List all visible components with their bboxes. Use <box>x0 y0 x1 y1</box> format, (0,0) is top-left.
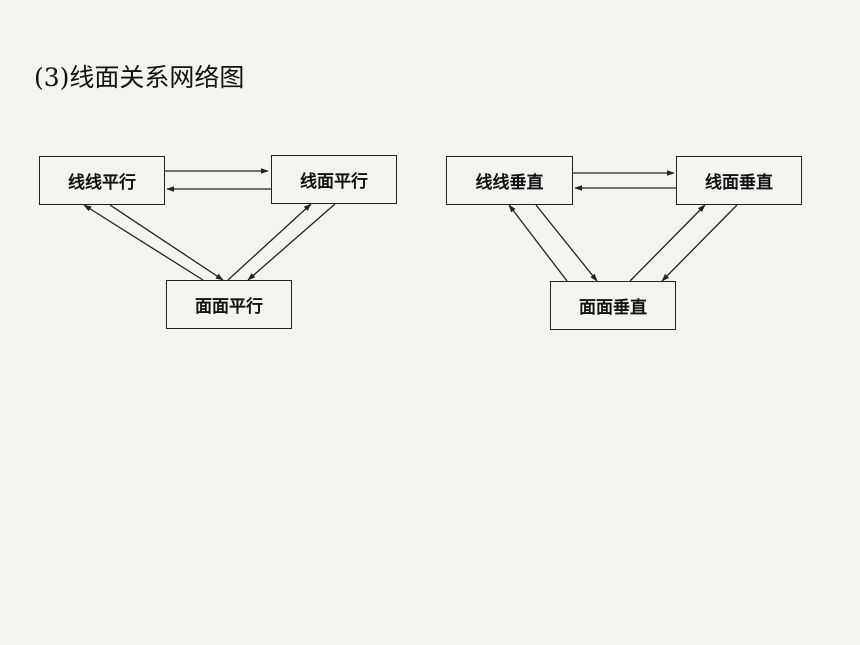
page-heading: (3)线面关系网络图 <box>34 63 245 92</box>
node-line-line-perpendicular: 线线垂直 <box>446 156 573 205</box>
node-line-plane-parallel: 线面平行 <box>271 155 397 204</box>
node-line-line-parallel: 线线平行 <box>39 156 165 205</box>
node-plane-plane-perpendicular: 面面垂直 <box>550 281 676 330</box>
arrow-perp-lineplane-to-planeplane <box>661 204 738 282</box>
arrow-parallel-lineline-to-planeplane <box>109 204 224 281</box>
node-line-plane-perpendicular: 线面垂直 <box>676 156 802 205</box>
arrow-parallel-lineplane-to-planeplane <box>247 203 336 281</box>
arrow-parallel-planeplane-to-lineplane <box>227 203 312 281</box>
arrow-perp-lineline-to-planeplane <box>535 204 598 282</box>
node-plane-plane-parallel: 面面平行 <box>166 280 292 329</box>
arrow-perp-planeplane-to-lineline <box>508 204 568 282</box>
arrow-perp-planeplane-to-lineplane <box>629 204 706 282</box>
arrow-parallel-planeplane-to-lineline <box>83 204 204 281</box>
